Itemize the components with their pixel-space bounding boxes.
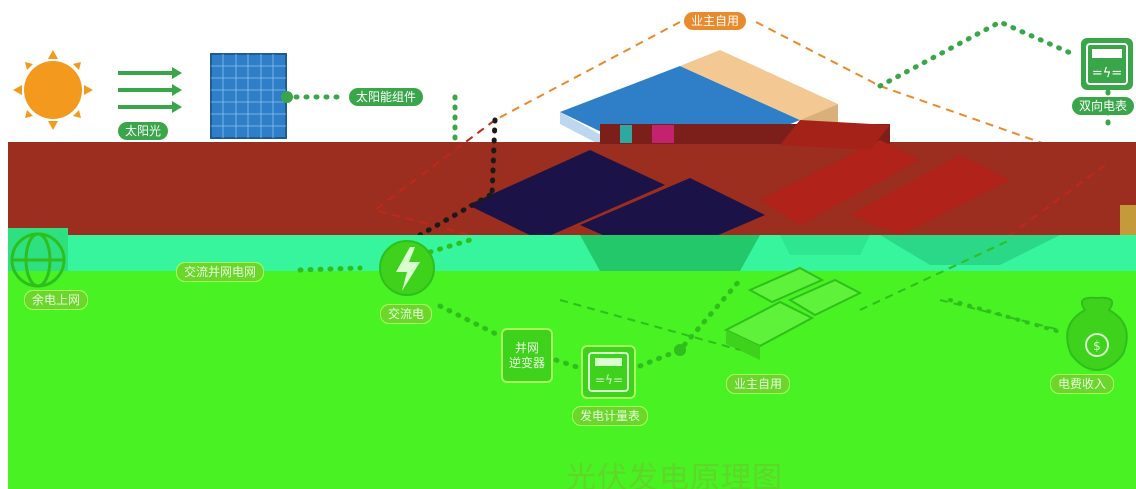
- svg-text:$: $: [1093, 339, 1101, 353]
- inverter-icon: [501, 328, 553, 383]
- aqua-strip: [8, 228, 1136, 271]
- meter-icon: =ϟ=: [1081, 38, 1133, 90]
- globe-icon: [10, 232, 66, 288]
- lightning-icon: [379, 240, 435, 296]
- diagram-title: 光伏发电原理图: [566, 461, 783, 489]
- sunlight-label: 太阳光: [118, 122, 169, 140]
- grid-inverter-line2: 逆变器: [508, 356, 545, 370]
- generation-meter-icon: =ϟ=: [581, 345, 636, 399]
- connector-dot: [281, 91, 293, 103]
- bidirectional-meter-label: 双向电表: [1072, 97, 1135, 115]
- grid-surplus-label: 余电上网: [24, 290, 89, 310]
- svg-text:=ϟ=: =ϟ=: [1092, 66, 1122, 81]
- ac-grid-label: 交流并网电网: [176, 262, 265, 282]
- grid-inverter-line1: 并网: [514, 341, 539, 355]
- light-arrows-icon: [118, 67, 182, 113]
- generation-meter-label: 发电计量表: [572, 406, 649, 426]
- sun-icon: [13, 50, 93, 130]
- svg-text:=ϟ=: =ϟ=: [595, 373, 623, 387]
- owner-use-top-label: 业主自用: [684, 12, 747, 30]
- solar-panel-icon: [210, 53, 287, 139]
- grid-inverter-label: 并网 逆变器: [505, 341, 549, 371]
- electricity-income-label: 电费收入: [1050, 374, 1115, 394]
- grid-flow-path: [293, 19, 1111, 143]
- owner-use-bottom-label: 业主自用: [726, 374, 791, 394]
- money-bag-icon: $: [1066, 296, 1128, 372]
- ac-power-label: 交流电: [380, 304, 433, 324]
- red-band: [8, 117, 1136, 260]
- pv-module-label: 太阳能组件: [349, 88, 424, 106]
- green-band: =ϟ= $: [8, 232, 1136, 489]
